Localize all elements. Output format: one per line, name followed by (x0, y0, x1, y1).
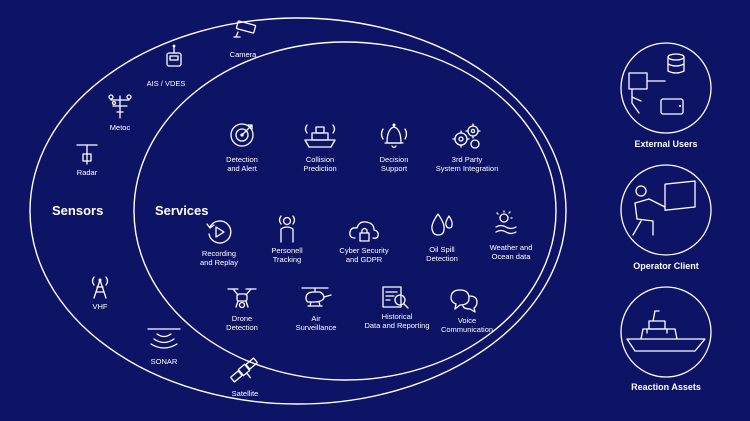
service-label-historical: Historical Data and Reporting (358, 312, 436, 330)
helicopter-icon (301, 287, 332, 307)
sensor-label-sonar: SONAR (150, 357, 178, 366)
service-line: Support (380, 164, 408, 173)
radio-tower-icon (91, 276, 109, 299)
service-line: Oil Spill (429, 245, 455, 254)
services-ellipse (133, 41, 557, 381)
service-line: Drone (231, 314, 253, 323)
operator-client-label: Operator Client (633, 261, 699, 271)
service-line: System Integration (435, 164, 499, 173)
service-line: Detection (426, 254, 458, 263)
target-icon (230, 123, 254, 147)
service-line: Cyber Security (339, 246, 389, 255)
sensor-label-metoc: Metoc (109, 123, 131, 132)
service-label-detection: Detection and Alert (210, 155, 274, 173)
sensors-ellipse (29, 17, 567, 405)
service-label-collision: Collision Prediction (290, 155, 350, 173)
reaction-assets-label: Reaction Assets (631, 382, 701, 392)
service-line: and GDPR (345, 255, 383, 264)
service-label-drone: Drone Detection (214, 314, 270, 332)
service-line: Collision (305, 155, 335, 164)
service-label-integration: 3rd Party System Integration (426, 155, 508, 173)
services-title: Services (155, 203, 209, 218)
service-line: Recording (201, 249, 237, 258)
sonar-icon (147, 328, 181, 349)
drone-icon (227, 288, 257, 309)
service-line: Voice (457, 316, 477, 325)
service-label-voice: Voice Communication (434, 316, 500, 334)
service-line: Weather and (489, 243, 533, 252)
service-line: Personell (271, 246, 303, 255)
ship-collision-icon (304, 124, 336, 148)
gears-icon (452, 123, 481, 149)
sensor-label-satellite: Satellite (231, 389, 259, 398)
service-line: Detection (226, 155, 258, 164)
sensor-label-camera: Camera (229, 50, 257, 59)
service-label-personell: Personell Tracking (260, 246, 314, 264)
service-label-cyber: Cyber Security and GDPR (330, 246, 398, 264)
sensor-label-vhf: VHF (92, 302, 108, 311)
service-line: Tracking (272, 255, 302, 264)
reaction-ship-icon (620, 286, 712, 378)
radar-mast-icon (76, 144, 98, 165)
antenna-icon (166, 44, 182, 67)
service-line: and Replay (200, 258, 238, 267)
service-line: and Alert (227, 164, 257, 173)
external-users-label: External Users (634, 139, 698, 149)
external-users-icon (620, 42, 712, 134)
service-label-recording: Recording and Replay (190, 249, 248, 267)
service-line: Prediction (303, 164, 337, 173)
bell-icon (380, 123, 408, 149)
service-line: Decision (379, 155, 409, 164)
replay-icon (206, 220, 232, 244)
sun-waves-icon (495, 210, 517, 235)
service-line: Ocean data (491, 252, 531, 261)
report-icon (382, 286, 409, 309)
service-line: 3rd Party (451, 155, 483, 164)
service-label-air: Air Surveillance (288, 314, 344, 332)
service-label-weather: Weather and Ocean data (480, 243, 542, 261)
drops-icon (431, 213, 453, 236)
operator-client-icon (620, 164, 712, 256)
service-line: Historical (381, 312, 413, 321)
camera-icon (233, 20, 257, 38)
service-line: Surveillance (295, 323, 337, 332)
sensor-label-radar: Radar (76, 168, 98, 177)
satellite-icon (229, 357, 259, 383)
weather-station-icon (108, 94, 132, 119)
cloud-lock-icon (349, 221, 379, 242)
sensor-label-ais: AIS / VDES (146, 79, 186, 88)
service-line: Data and Reporting (364, 321, 430, 330)
service-line: Air (311, 314, 321, 323)
sensors-title: Sensors (52, 203, 104, 218)
service-label-oil-spill: Oil Spill Detection (414, 245, 470, 263)
service-label-decision: Decision Support (364, 155, 424, 173)
service-line: Communication (440, 325, 494, 334)
service-line: Detection (226, 323, 258, 332)
chat-bubbles-icon (450, 289, 478, 313)
person-tracking-icon (278, 215, 296, 243)
